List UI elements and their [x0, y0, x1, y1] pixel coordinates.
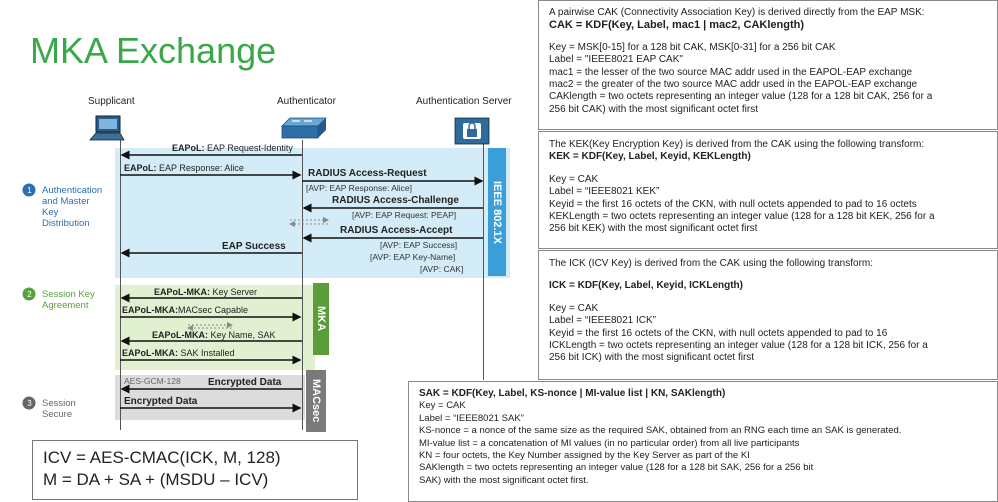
- page-title: MKA Exchange: [30, 30, 277, 71]
- step-3-number: 3: [27, 399, 32, 408]
- laptop-icon: [89, 115, 125, 141]
- cipher-label: AES-GCM-128: [124, 376, 181, 386]
- authenticator-label: Authenticator: [277, 96, 336, 107]
- kek-panel: The KEK(Key Encryption Key) is derived f…: [538, 131, 998, 249]
- step-1-badge: [22, 183, 36, 197]
- server-lock-icon: [454, 117, 490, 145]
- msg-mka-sak-installed: EAPoL-MKA: SAK Installed: [122, 348, 235, 358]
- ieee-8021x-bar: IEEE 802.1X: [488, 148, 506, 276]
- msg-eap-success: EAP Success: [222, 241, 286, 252]
- msg-radius-request-avp: [AVP: EAP Response: Alice]: [306, 183, 412, 193]
- cak-panel: A pairwise CAK (Connectivity Association…: [538, 0, 998, 130]
- msg-mka-key-server: EAPoL-MKA: Key Server: [154, 287, 258, 297]
- step-3-badge: [22, 396, 36, 410]
- msg-encrypted-data-2: Encrypted Data: [124, 396, 198, 407]
- macsec-bar: MACsec: [306, 370, 326, 432]
- mka-bar: MKA: [313, 283, 329, 355]
- icv-formula-box: ICV = AES-CMAC(ICK, M, 128) M = DA + SA …: [32, 440, 358, 500]
- authenticator-lifeline: [302, 140, 303, 430]
- step-1-number: 1: [27, 186, 32, 195]
- ick-panel: The ICK (ICV Key) is derived from the CA…: [538, 250, 998, 380]
- supplicant-label: Supplicant: [88, 96, 135, 107]
- supplicant-lifeline: [120, 140, 121, 430]
- msg-radius-accept-avp1: [AVP: EAP Success]: [380, 240, 458, 250]
- step-3-label: Session Secure: [42, 398, 76, 420]
- macsec-band: [115, 375, 305, 420]
- switch-icon: [281, 117, 327, 139]
- msg-radius-accept: RADIUS Access-Accept: [340, 225, 453, 236]
- step-1-label: Authentication and Master Key Distributi…: [42, 185, 103, 229]
- auth-server-label: Authentication Server: [416, 96, 512, 107]
- msg-radius-accept-avp3: [AVP: CAK]: [420, 264, 464, 274]
- sak-panel: SAK = KDF(Key, Label, KS-nonce | MI-valu…: [408, 381, 998, 502]
- msg-eapol-request: EAPoL: EAP Request-Identity: [172, 143, 293, 153]
- msg-encrypted-data-1: Encrypted Data: [208, 377, 282, 388]
- auth-band: [115, 148, 510, 278]
- icv-formula: ICV = AES-CMAC(ICK, M, 128): [43, 448, 281, 467]
- msg-mka-macsec-capable: EAPoL-MKA:MACsec Capable: [122, 305, 249, 315]
- msg-radius-challenge-avp: [AVP: EAP Request: PEAP]: [352, 210, 457, 220]
- server-lifeline: [483, 140, 484, 380]
- msg-eapol-response: EAPoL: EAP Response: Alice: [124, 163, 244, 173]
- step-2-number: 2: [27, 290, 32, 299]
- msg-radius-accept-avp2: [AVP: EAP Key-Name]: [370, 252, 456, 262]
- step-2-badge: [22, 287, 36, 301]
- msg-radius-request: RADIUS Access-Request: [308, 168, 427, 179]
- msg-radius-challenge: RADIUS Access-Challenge: [332, 195, 459, 206]
- m-formula: M = DA + SA + (MSDU – ICV): [43, 470, 269, 489]
- msg-mka-key-name: EAPoL-MKA: Key Name, SAK: [152, 330, 276, 340]
- step-2-label: Session Key Agreement: [42, 289, 95, 311]
